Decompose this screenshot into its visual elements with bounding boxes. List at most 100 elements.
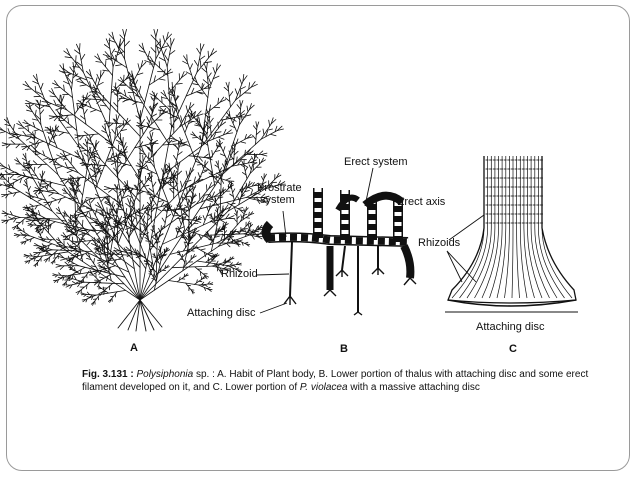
plant-branch [247, 229, 252, 232]
plant-branch [57, 85, 73, 98]
plant-branch [113, 222, 118, 228]
plant-branch [39, 219, 45, 225]
plant-branch [42, 150, 45, 157]
plant-branch [40, 82, 44, 90]
plant-branch [43, 248, 49, 252]
plant-branch [139, 127, 172, 301]
plant-branch [88, 151, 91, 158]
plant-branch [60, 178, 68, 182]
plant-branch [164, 164, 167, 173]
axis-filament [516, 156, 520, 299]
plant-branch [45, 220, 47, 226]
plant-branch [200, 276, 203, 281]
plant-branch [148, 273, 153, 276]
plant-branch [179, 136, 183, 143]
plant-branch [64, 56, 73, 59]
plant-branch [184, 179, 192, 183]
plant-branch [232, 264, 237, 268]
plant-branch [29, 224, 34, 228]
plant-branch [186, 229, 190, 233]
plant-branch [113, 209, 118, 215]
plant-branch [147, 190, 154, 196]
plant-branch [25, 218, 33, 221]
plant-branch [214, 252, 218, 258]
label-rhizoids: Rhizoids [418, 237, 461, 249]
plant-branch [135, 209, 141, 215]
plant-branch [239, 86, 246, 90]
plant-branch [108, 157, 115, 162]
plant-branch [204, 61, 212, 64]
plant-branch [111, 161, 117, 166]
plant-branch [76, 149, 80, 156]
plant-branch [174, 86, 176, 94]
plant-branch [71, 214, 78, 219]
plant-branch [6, 143, 11, 149]
plant-branch [144, 60, 152, 63]
plant-branch [93, 248, 98, 251]
plant-branch [138, 208, 141, 215]
plant-branch [236, 104, 242, 110]
plant-branch [4, 124, 12, 127]
plant-branch [166, 204, 171, 210]
plant-branch [133, 199, 136, 207]
plant-branch [163, 248, 166, 253]
plant-branch [158, 227, 162, 233]
plant-branch [77, 172, 124, 207]
plant-branch [124, 89, 127, 97]
plant-branch [144, 253, 147, 259]
plant-branch [169, 177, 175, 184]
plant-branch [50, 140, 56, 144]
plant-branch [155, 28, 159, 38]
plant-branch [260, 130, 278, 140]
plant-branch [113, 39, 125, 60]
plant-branch [191, 253, 196, 259]
plant-branch [72, 66, 80, 68]
plant-branch [200, 89, 210, 148]
plant-branch [249, 211, 254, 216]
plant-branch [217, 121, 219, 129]
plant-branch [25, 100, 33, 104]
plant-branch [251, 235, 255, 240]
axis-filament [481, 156, 499, 299]
plant-branch [59, 94, 61, 102]
plant-branch [165, 168, 172, 172]
plant-branch [191, 290, 195, 294]
plant-branch [155, 231, 159, 237]
plant-branch [62, 63, 65, 72]
plant-branch [74, 134, 82, 137]
plant-branch [29, 219, 35, 225]
plant-branch [208, 70, 217, 90]
plant-branch [37, 80, 46, 101]
plant-branch [72, 281, 77, 285]
plant-branch [111, 201, 114, 207]
plant-branch [62, 68, 70, 73]
plant-branch [13, 192, 17, 197]
plant-branch [104, 51, 111, 58]
plant-branch [23, 183, 28, 188]
plant-branch [138, 147, 145, 153]
plant-branch [136, 176, 140, 196]
plant-branch [97, 260, 105, 264]
plant-branch [260, 152, 268, 155]
plant-branch [179, 258, 184, 261]
plant-branch [59, 211, 69, 226]
plant-branch [81, 229, 89, 232]
plant-branch [139, 233, 145, 235]
plant-branch [217, 234, 251, 247]
plant-branch [119, 39, 125, 47]
plant-branch [58, 193, 108, 217]
plant-branch [27, 224, 33, 226]
plant-branch [1, 219, 7, 224]
plant-branch [26, 216, 32, 218]
caption-line2-pre: filament developed on it, and C. Lower p… [82, 382, 300, 393]
plant-branch [100, 70, 102, 78]
axis-filament [527, 156, 543, 299]
plant-branch [170, 38, 175, 47]
plant-branch [238, 106, 242, 126]
plant-branch [258, 224, 263, 229]
plant-branch [18, 138, 59, 175]
plant-branch [35, 115, 41, 120]
plant-branch [185, 170, 189, 178]
plant-branch [58, 206, 61, 213]
plant-branch [125, 202, 131, 208]
